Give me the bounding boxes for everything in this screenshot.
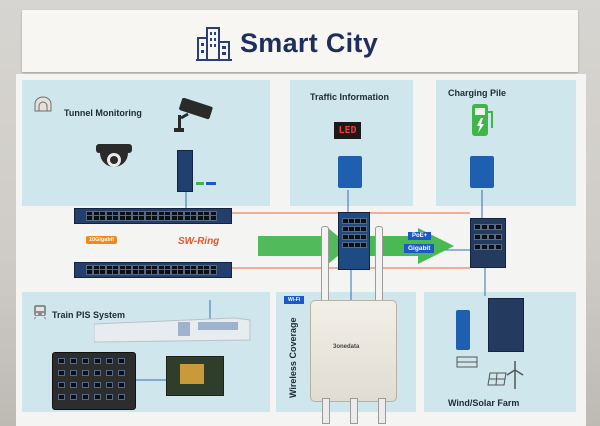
switch-port: [82, 394, 89, 400]
switch-port: [360, 226, 367, 232]
switch-port: [94, 382, 101, 388]
dome-camera-icon: [96, 144, 132, 167]
switch-port: [94, 370, 101, 376]
poe-badge: PoE+: [408, 232, 432, 240]
antenna-left: [321, 226, 329, 304]
switch-port: [209, 269, 217, 275]
switch-port: [82, 358, 89, 364]
switch-port: [488, 234, 495, 240]
zone-title-charging: Charging Pile: [448, 88, 507, 98]
switch-port: [495, 244, 502, 250]
train-illustration: [94, 317, 251, 343]
wifi-badge: Wi-Fi: [284, 296, 305, 304]
switch-port: [106, 358, 113, 364]
switch-port: [118, 382, 125, 388]
switch-port: [488, 224, 495, 230]
zone-title-traffic: Traffic Information: [310, 92, 390, 102]
train-board-chip: [180, 364, 204, 384]
switch-port: [94, 394, 101, 400]
switch-port: [495, 224, 502, 230]
wireless-access-point: [310, 300, 397, 402]
switch-port: [474, 224, 481, 230]
zone-title-train: Train PIS System: [52, 310, 126, 320]
gigabit-badge: 10Gigabit: [86, 236, 118, 244]
switch-port: [360, 234, 367, 240]
zone-charging: [436, 80, 576, 206]
zone-title-tunnel: Tunnel Monitoring: [64, 108, 142, 118]
switch-port: [481, 234, 488, 240]
switch-port: [481, 224, 488, 230]
switch-port: [474, 244, 481, 250]
switch-port: [118, 394, 125, 400]
zone-tunnel: [22, 80, 270, 206]
ap-brand-logo: 3onedata: [333, 344, 360, 350]
switch-port: [118, 358, 125, 364]
sw-ring-label: SW-Ring: [178, 236, 220, 247]
switch-port: [360, 218, 367, 224]
switch-port: [481, 244, 488, 250]
switch-port: [118, 370, 125, 376]
charging-pile-icon: [472, 104, 493, 136]
led-display: LED: [334, 122, 361, 139]
antenna-right: [375, 226, 383, 304]
switch-port: [58, 394, 65, 400]
switch-port: [58, 370, 65, 376]
tunnel-industrial-switch: [177, 150, 193, 192]
switch-port: [106, 370, 113, 376]
server-icon: [456, 356, 478, 368]
charging-switch: [470, 156, 494, 188]
traffic-switch: [338, 156, 362, 188]
switch-port: [474, 234, 481, 240]
switch-port: [82, 382, 89, 388]
switch-port: [70, 370, 77, 376]
switch-port: [82, 370, 89, 376]
ap-connector-3: [378, 398, 386, 424]
switch-port: [70, 394, 77, 400]
switch-port: [106, 394, 113, 400]
city-buildings-icon: [196, 27, 232, 61]
switch-port: [488, 244, 495, 250]
switch-port: [58, 358, 65, 364]
solar-panel-icon: [487, 372, 507, 386]
page-title: Smart City: [240, 28, 379, 58]
gigabit-poe-badge: Gigabit: [404, 244, 435, 253]
switch-port: [70, 382, 77, 388]
tunnel-series-badge-2: [206, 182, 216, 185]
ap-connector-2: [350, 398, 358, 424]
switch-port: [70, 358, 77, 364]
train-icon: [33, 305, 47, 320]
zone-title-farm: Wind/Solar Farm: [448, 398, 520, 408]
farm-media-converter: [456, 310, 470, 350]
bullet-camera-icon: [174, 98, 213, 132]
tunnel-series-badge: [196, 182, 204, 185]
switch-port: [94, 358, 101, 364]
ap-connector-1: [322, 398, 330, 424]
switch-port: [58, 382, 65, 388]
switch-port: [495, 234, 502, 240]
switch-port: [209, 215, 217, 221]
tunnel-icon: [34, 96, 52, 112]
switch-port: [106, 382, 113, 388]
switch-port: [360, 242, 367, 248]
banner: [22, 10, 578, 72]
wind-turbine-icon: [506, 361, 524, 389]
farm-switch: [488, 298, 524, 352]
